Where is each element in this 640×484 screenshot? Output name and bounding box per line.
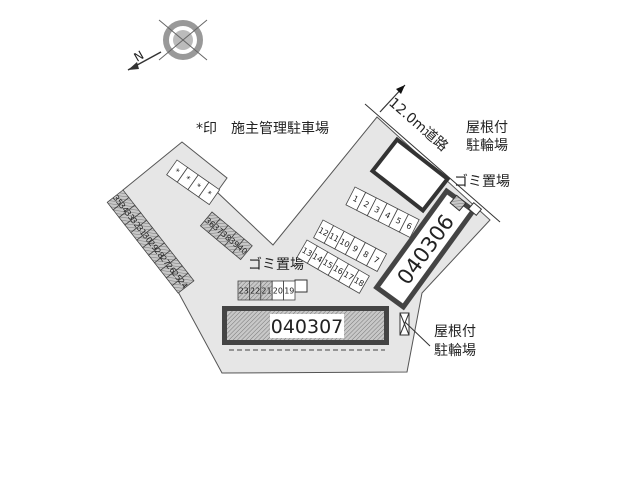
compass-north-label: N [132,48,147,65]
stall-number: 16 [331,264,344,277]
stall-number: 15 [321,258,334,271]
garbage-center-label: ゴミ置場 [248,256,304,273]
stall-number: 19 [284,287,294,296]
stall-number: 2 [362,199,371,209]
bike-shelter-bottom-label-2: 駐輪場 [434,342,476,359]
stall-number: 14 [311,252,324,265]
building-annex [369,136,451,214]
stall-number: 1 [351,194,360,204]
parking-stall [232,238,253,261]
bike-shelter-bottom: 屋根付 駐輪場 [399,312,476,359]
parking-stall [398,213,420,239]
stall-number: * [205,189,213,199]
building-040307-label: 040307 [271,316,344,338]
parking-stall [198,181,221,206]
stall-number: 8 [361,249,370,259]
garbage-top-label: ゴミ置場 [454,173,510,190]
parking-stall [348,269,370,294]
parking-stall [366,247,388,273]
parking-stall [283,280,296,301]
stall-number: 20 [273,287,283,296]
compass-icon: N [127,19,208,71]
bike-shelter-bottom-label-1: 屋根付 [434,324,476,340]
stall-number: 12 [317,226,330,239]
parking-stall [171,272,195,294]
stall-number: * [194,182,202,192]
bike-shelter-top-label-1: 屋根付 [466,120,508,136]
stall-number: 18 [352,276,365,289]
stall-number: * [173,167,181,177]
stall-number: 7 [372,255,381,265]
stall-number: 13 [300,246,313,259]
stall-number: * [183,174,191,184]
stall-group-owner-managed: **** [166,159,221,206]
stall-number: 23 [239,287,249,296]
building-040307: 040307 [222,306,389,351]
stall-number: 10 [338,237,351,250]
stall-number: 4 [383,210,392,220]
stall-number: 17 [342,270,355,283]
stall-number: 3 [373,205,382,215]
stall-number: 5 [394,216,403,226]
stall-number: 21 [261,287,271,296]
stall-number: 9 [351,244,360,254]
bike-shelter-top: 屋根付 駐輪場 [466,120,508,216]
bike-shelter-top-label-2: 駐輪場 [466,137,508,154]
stall-number: 22 [250,287,260,296]
garbage-area-top: ゴミ置場 [449,173,510,212]
stall-number: 6 [405,221,414,231]
owner-managed-note: *印 施主管理駐車場 [196,120,329,137]
stall-number: 11 [327,231,340,244]
